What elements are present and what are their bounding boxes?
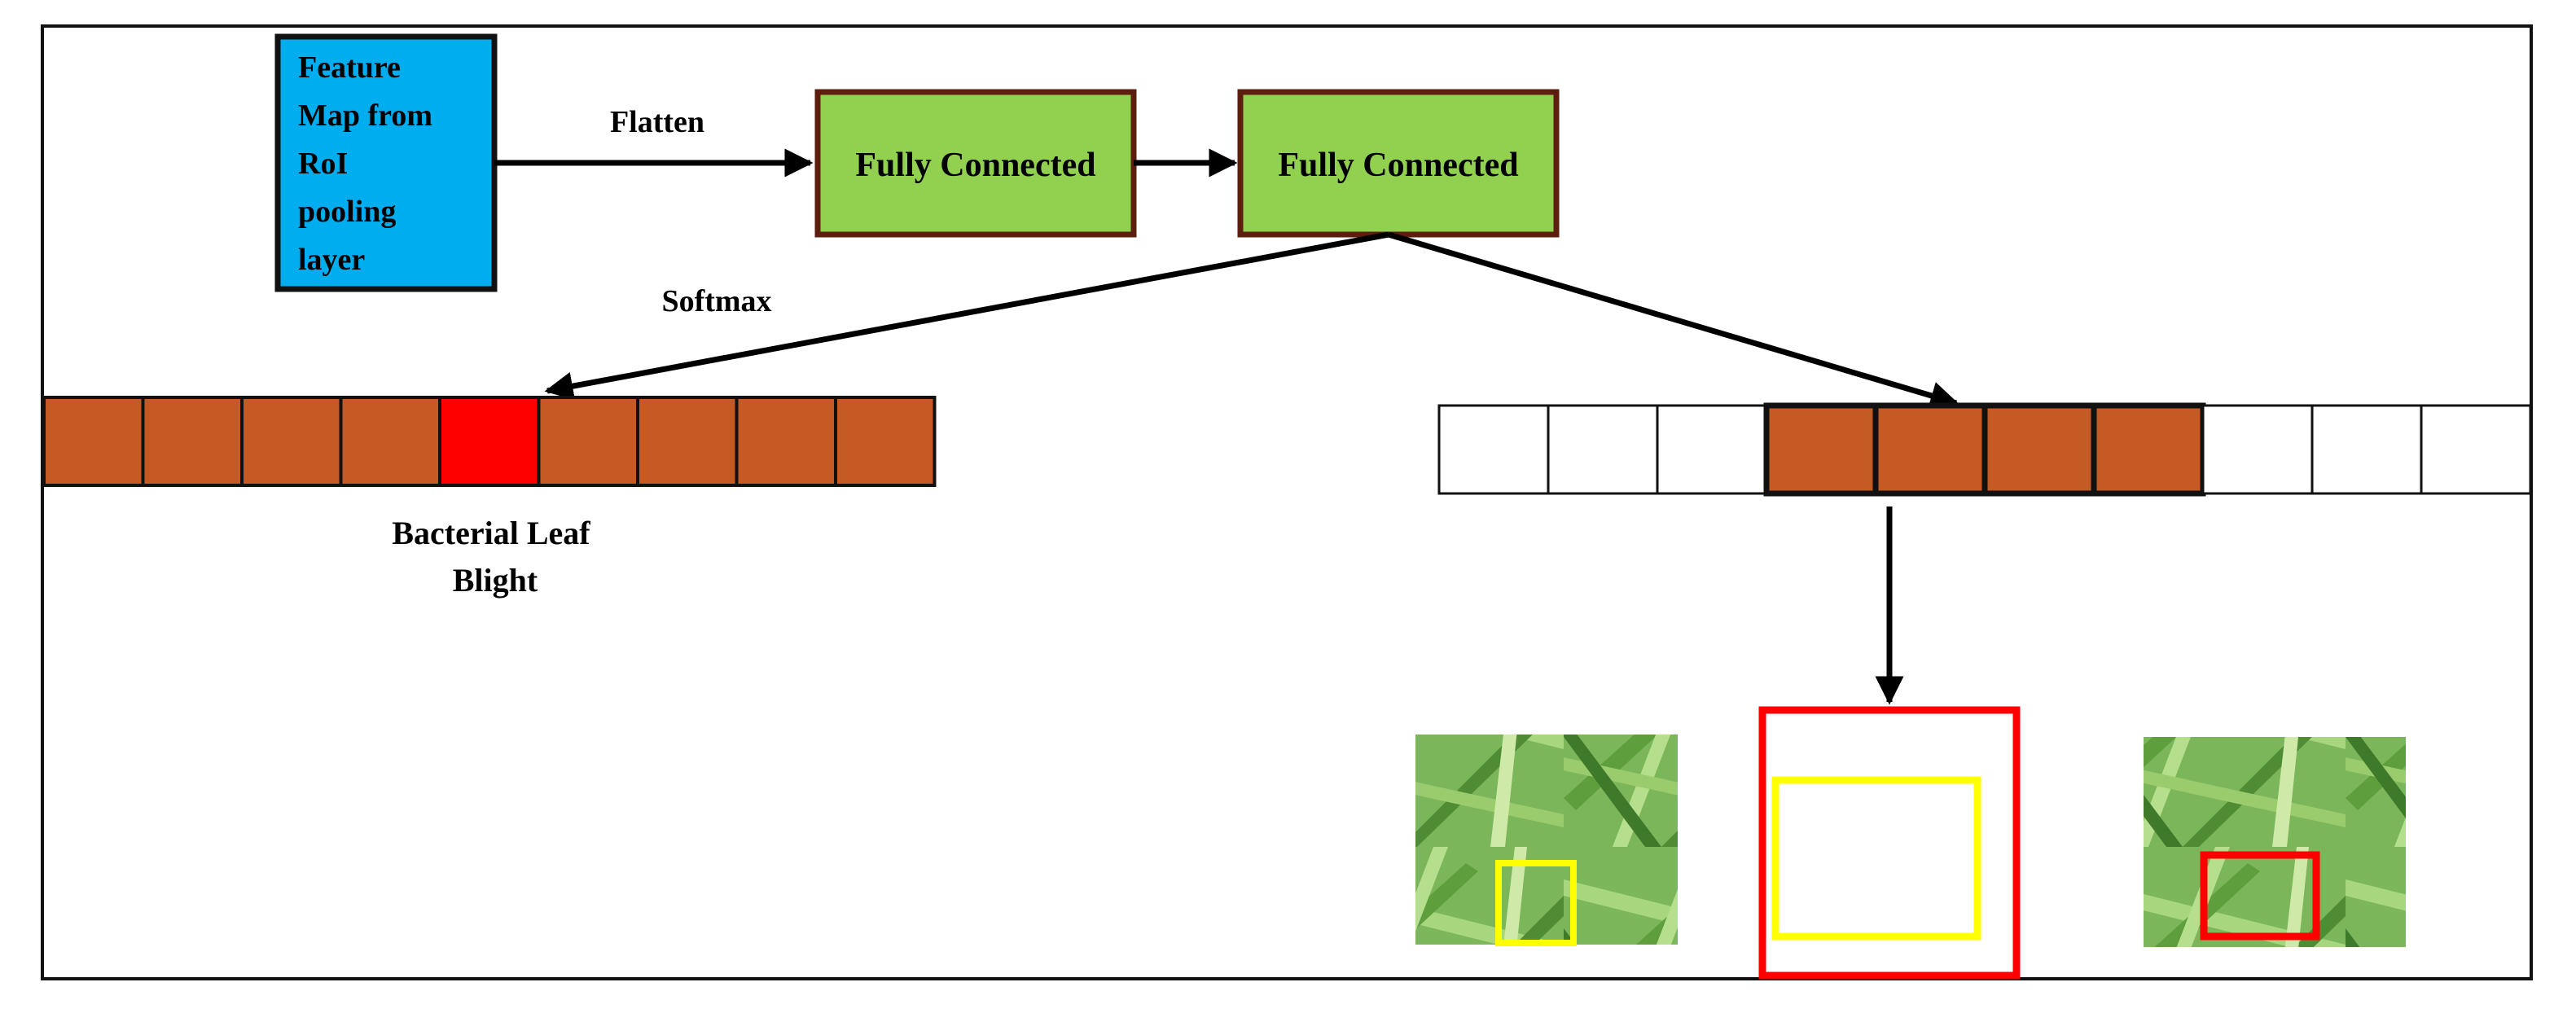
class-probability-vector (42, 396, 937, 487)
leaf-photo-left (1415, 735, 1678, 945)
fc1-rect (814, 89, 1137, 238)
leaf-image-right (2144, 737, 2406, 947)
feature-map-line-4: pooling (298, 195, 396, 229)
feature-map-rect (274, 33, 498, 292)
class-cell (240, 396, 343, 487)
fully-connected-1: Fully Connected (814, 89, 1137, 238)
class-label: Bacterial Leaf Blight (392, 515, 598, 599)
original-box-yellow (1771, 776, 1981, 941)
flatten-label: Flatten (610, 105, 704, 139)
proposal-box-yellow (1495, 860, 1577, 946)
fc2-rect (1237, 89, 1560, 238)
class-cell (735, 396, 837, 487)
feature-map-box: Feature Map from RoI pooling layer (274, 33, 498, 292)
leaf-image-left (1415, 735, 1678, 946)
predicted-box-red (2200, 851, 2320, 941)
class-cell (834, 396, 937, 487)
class-cell (537, 396, 639, 487)
class-cell (42, 396, 145, 487)
diagram-frame (41, 24, 2533, 980)
bbox-regression-vector (1437, 402, 2532, 497)
bbox-cell (2201, 404, 2314, 495)
feature-map-line-3: RoI (298, 147, 348, 181)
bbox-cell-highlighted (1981, 402, 2097, 497)
class-cell (141, 396, 244, 487)
leaf-photo-right (2144, 737, 2406, 947)
feature-map-line-2: Map from (298, 99, 432, 133)
class-cell (339, 396, 441, 487)
softmax-label: Softmax (661, 284, 771, 318)
bbox-cell-highlighted (1872, 402, 1988, 497)
feature-map-line-5: layer (298, 243, 365, 277)
bbox-refinement-illustration (1758, 706, 2021, 980)
bbox-cell-highlighted (2091, 402, 2206, 497)
fc2-label: Fully Connected (1278, 147, 1518, 184)
class-label-line-2: Blight (453, 562, 538, 599)
fully-connected-2: Fully Connected (1237, 89, 1560, 238)
bbox-cell (2420, 404, 2532, 495)
bbox-cell (2311, 404, 2423, 495)
class-cell-active (438, 396, 541, 487)
softmax-arrow (544, 231, 1389, 401)
fc1-label: Fully Connected (855, 147, 1095, 184)
feature-map-label: Feature Map from RoI pooling layer (298, 50, 441, 277)
class-cell (636, 396, 739, 487)
bbox-cell (1656, 404, 1768, 495)
feature-map-line-1: Feature (298, 50, 401, 85)
bbox-cell (1437, 404, 1550, 495)
bbox-arrow (1388, 231, 1959, 410)
bbox-cell-highlighted (1763, 402, 1879, 497)
class-label-line-1: Bacterial Leaf (392, 515, 590, 551)
bbox-cell (1547, 404, 1659, 495)
